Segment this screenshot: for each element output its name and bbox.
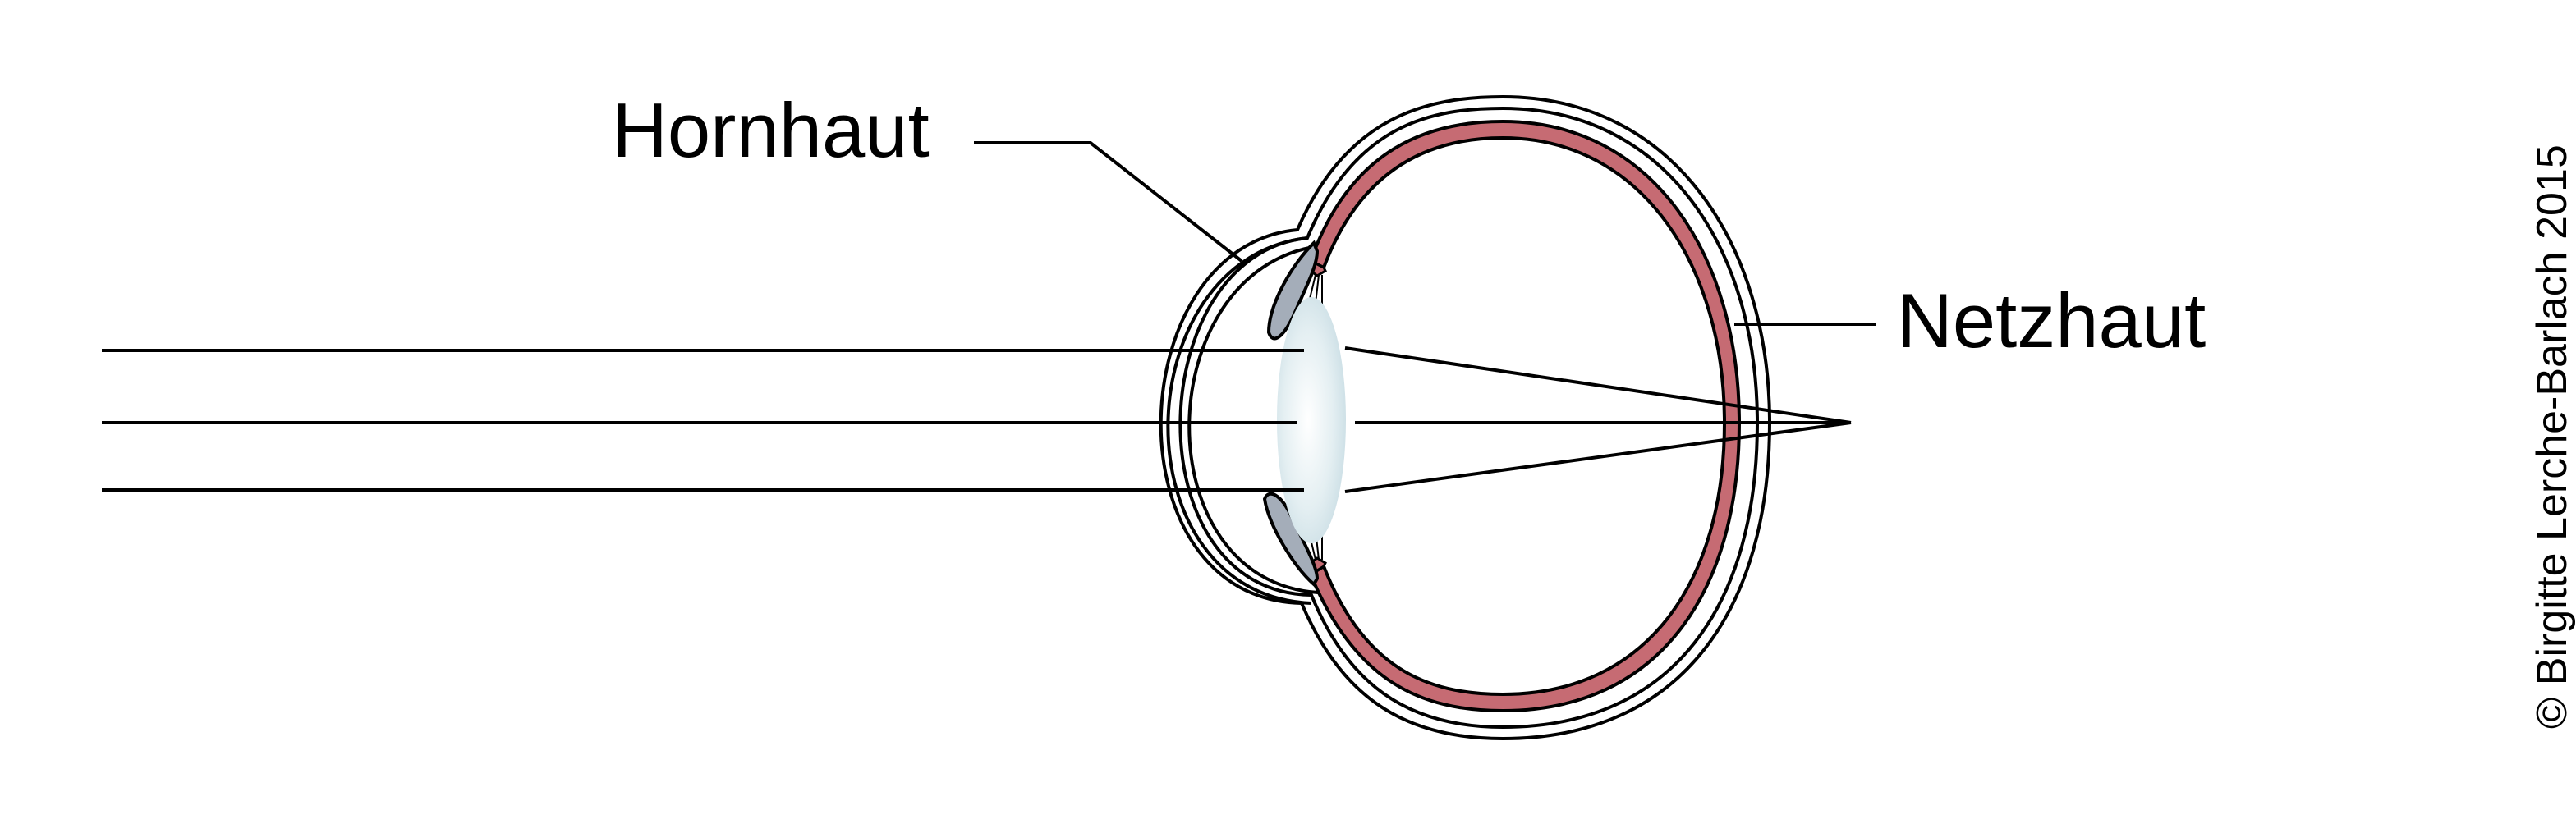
- light-rays: [102, 346, 1852, 493]
- iris-top: [1266, 240, 1320, 341]
- retina: [1308, 119, 1742, 713]
- sclera-inner: [1178, 106, 1760, 730]
- copyright-text: © Birgitte Lerche-Barlach 2015: [2528, 144, 2576, 729]
- retina-label: Netzhaut: [1897, 277, 2206, 364]
- cornea-label: Hornhaut: [612, 87, 930, 173]
- cornea-leader-line: [974, 141, 1243, 263]
- cornea: [1166, 236, 1312, 605]
- lens: [1277, 297, 1346, 543]
- sclera-outer: [1159, 94, 1772, 741]
